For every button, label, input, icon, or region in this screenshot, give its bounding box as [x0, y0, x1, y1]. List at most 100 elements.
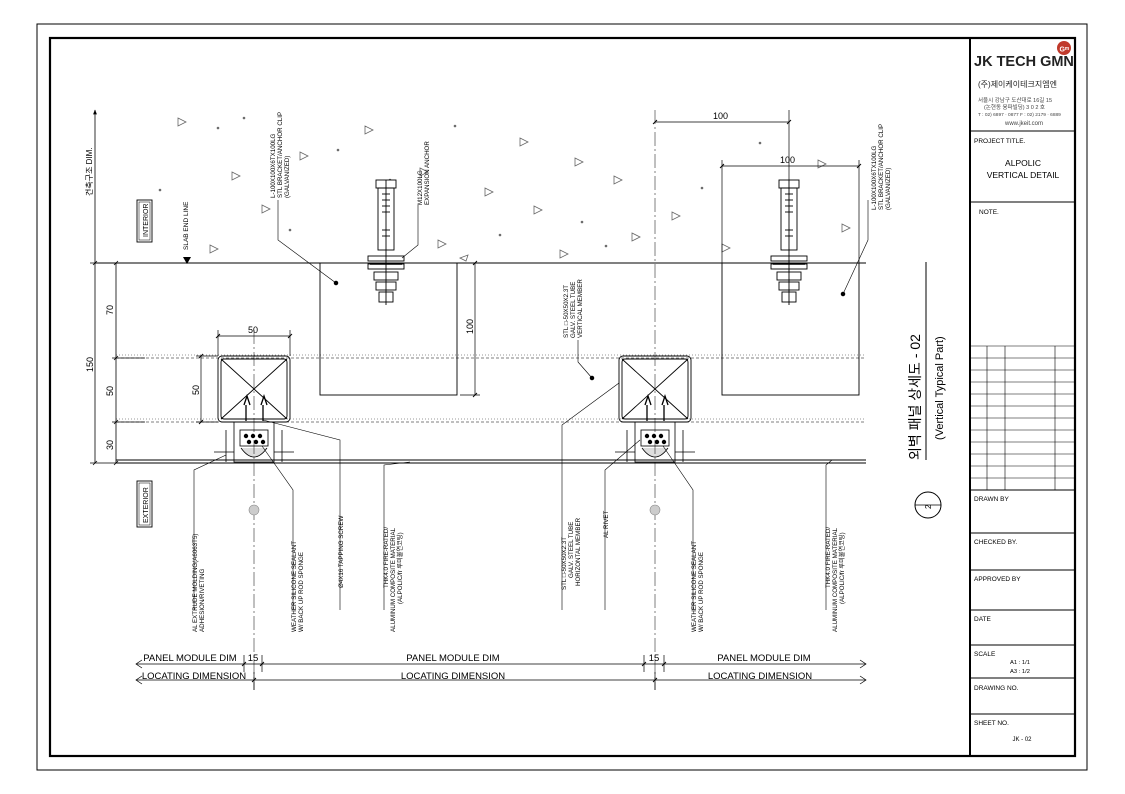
company-phone: T : 02) 6897 · 0877 F : 02) 2179 · 6889	[978, 112, 1061, 118]
svg-text:THK4.0 FIRE-RATED/: THK4.0 FIRE-RATED/	[825, 527, 832, 588]
svg-text:WEATHER SILICONE SEALANT: WEATHER SILICONE SEALANT	[691, 541, 698, 632]
drawing-title-korean: 외벽 패널 상세도 - 02	[907, 334, 923, 460]
svg-text:(GALVANIZED): (GALVANIZED)	[885, 168, 892, 210]
svg-text:AL RIVET: AL RIVET	[603, 511, 610, 538]
svg-text:(ALPOLIC/fr 루미불연코팅): (ALPOLIC/fr 루미불연코팅)	[838, 532, 846, 604]
svg-text:(ALPOLIC/fr 루미불연코팅): (ALPOLIC/fr 루미불연코팅)	[396, 532, 404, 604]
svg-text:VERTICAL MEMBER: VERTICAL MEMBER	[577, 279, 584, 338]
dim-100-vertical: 100	[465, 319, 475, 334]
dim-70: 70	[105, 305, 115, 315]
anchor-left	[367, 179, 405, 305]
project-title-line1: ALPOLIC	[1005, 158, 1041, 168]
svg-text:W/ BACK UP ROD SPONGE: W/ BACK UP ROD SPONGE	[298, 552, 305, 632]
panel-module-dim-1: PANEL MODULE DIM	[143, 653, 237, 664]
company-address-1: 서울시 강남구 도산대로 16길 15	[978, 96, 1052, 104]
svg-text:STL BRACKET/ANCHOR CLIP: STL BRACKET/ANCHOR CLIP	[878, 124, 885, 210]
structure-dim-label: 건축구조 DIM.	[84, 147, 94, 196]
detail-number: 2	[924, 504, 933, 509]
callout-rivet: AL RIVET	[603, 511, 610, 538]
svg-text:STL BRACKET/ANCHOR CLIP: STL BRACKET/ANCHOR CLIP	[277, 112, 284, 198]
svg-text:AL EXTRUDE MOLDING(A6063T5): AL EXTRUDE MOLDING(A6063T5)	[192, 534, 199, 632]
approved-by-label: APPROVED BY	[974, 576, 1021, 583]
drawing-title: 외벽 패널 상세도 - 02 (Vertical Typical Part) 2	[907, 262, 946, 519]
svg-text:INTERIOR: INTERIOR	[143, 204, 150, 237]
note-label: NOTE.	[979, 209, 999, 216]
callout-acm-left: THK4.0 FIRE-RATED/ ALUMINUM COMPOSITE MA…	[383, 527, 404, 632]
svg-text:GALV. STEEL TUBE: GALV. STEEL TUBE	[568, 522, 575, 578]
panel-module-dim-2: PANEL MODULE DIM	[406, 653, 500, 664]
dim-50-box: 50	[191, 385, 201, 395]
callout-bracket-left: L-100X100X6TX100LG STL BRACKET/ANCHOR CL…	[270, 112, 291, 198]
leader-lines	[193, 200, 869, 610]
centerlines	[253, 110, 656, 690]
company-address-2: (논현동 융파빌딩) 3 0 2 호	[984, 103, 1045, 111]
project-title-line2: VERTICAL DETAIL	[987, 170, 1060, 180]
bottom-dimension-lines	[135, 655, 867, 690]
title-block: JK TECH GMN Gᵐ (주)제이케이테크지엠엔 서울시 강남구 도산대로…	[970, 41, 1075, 743]
dimension-ticks	[198, 119, 862, 425]
company-korean-name: (주)제이케이테크지엠엔	[978, 79, 1057, 89]
concrete-slab	[158, 116, 851, 262]
svg-text:ALUMINUM COMPOSITE MATERIAL: ALUMINUM COMPOSITE MATERIAL	[390, 527, 397, 632]
svg-text:ADHESION/RIVETING: ADHESION/RIVETING	[199, 569, 206, 632]
dim-100-top: 100	[713, 111, 728, 121]
callout-molding: AL EXTRUDE MOLDING(A6063T5) ADHESION/RIV…	[192, 534, 206, 632]
sheet-no: JK - 02	[1012, 737, 1032, 743]
drawing-no-label: DRAWING NO.	[974, 685, 1019, 692]
dim-15-left: 15	[248, 653, 259, 664]
panel-module-dim-3: PANEL MODULE DIM	[717, 653, 811, 664]
dim-150: 150	[85, 357, 95, 372]
bracket-right	[589, 262, 860, 396]
sheet-no-label: SHEET NO.	[974, 720, 1009, 727]
callout-tapping-screw: Ø4X16 TAPPING SCREW	[338, 516, 345, 588]
dim-50-vertical: 50	[105, 386, 115, 396]
callout-bracket-right: L-100X100X6TX100LG STL BRACKET/ANCHOR CL…	[871, 124, 892, 210]
svg-text:L-100X100X6TX100LG: L-100X100X6TX100LG	[270, 133, 277, 198]
slab-end-marker-icon	[183, 257, 191, 264]
callout-horizontal-member: STL □-50X50X2.3T GALV. STEEL TUBE HORIZO…	[561, 517, 582, 590]
company-logo: JK TECH GMN	[974, 54, 1074, 70]
dim-15-right: 15	[649, 653, 660, 664]
bottom-dimension-ticks	[241, 661, 667, 683]
svg-text:WEATHER SILICONE SEALANT: WEATHER SILICONE SEALANT	[291, 541, 298, 632]
centerline-markers	[248, 504, 661, 516]
svg-text:GALV. STEEL TUBE: GALV. STEEL TUBE	[570, 282, 577, 338]
project-title-label: PROJECT TITLE.	[974, 138, 1026, 145]
svg-text:THK4.0 FIRE-RATED/: THK4.0 FIRE-RATED/	[383, 527, 390, 588]
callout-anchor: M12X100LG EXPANSION ANCHOR	[417, 141, 431, 205]
svg-text:STL □-50X50X2.3T: STL □-50X50X2.3T	[563, 285, 570, 338]
slab-end-line-label: SLAB END LINE	[183, 201, 190, 250]
outer-border	[36, 23, 1088, 771]
interior-tag: INTERIOR	[136, 199, 153, 243]
inner-dimensions	[196, 110, 860, 423]
date-label: DATE	[974, 616, 992, 623]
revision-table	[970, 345, 1075, 490]
dim-50-horizontal: 50	[248, 325, 258, 335]
logo-mark-icon: Gᵐ	[1057, 41, 1071, 55]
svg-text:(GALVANIZED): (GALVANIZED)	[284, 156, 291, 198]
checked-by-label: CHECKED BY.	[974, 539, 1017, 546]
svg-text:ALUMINUM COMPOSITE MATERIAL: ALUMINUM COMPOSITE MATERIAL	[832, 527, 839, 632]
locating-dimension-2: LOCATING DIMENSION	[401, 671, 505, 682]
scale-a1: A1 : 1/1	[1010, 660, 1030, 666]
dim-30: 30	[105, 440, 115, 450]
scale-a3: A3 : 1/2	[1010, 669, 1030, 675]
drawing-title-english: (Vertical Typical Part)	[934, 336, 946, 440]
locating-dimension-3: LOCATING DIMENSION	[708, 671, 812, 682]
callout-sealant-right: WEATHER SILICONE SEALANT W/ BACK UP ROD …	[691, 541, 705, 632]
bracket-left	[319, 262, 458, 396]
callout-vertical-member: STL □-50X50X2.3T GALV. STEEL TUBE VERTIC…	[563, 279, 584, 338]
drawing-border	[48, 36, 1077, 758]
svg-text:Gᵐ: Gᵐ	[1060, 47, 1069, 54]
svg-text:STL □-50X50X2.3T: STL □-50X50X2.3T	[561, 537, 568, 590]
locating-dimension-1: LOCATING DIMENSION	[142, 671, 246, 682]
anchor-right	[770, 179, 808, 305]
dim-100-right: 100	[780, 155, 795, 165]
callout-sealant-left: WEATHER SILICONE SEALANT W/ BACK UP ROD …	[291, 541, 305, 632]
svg-text:W/ BACK UP ROD SPONGE: W/ BACK UP ROD SPONGE	[698, 552, 705, 632]
company-website: www.jkeit.com	[1004, 121, 1043, 127]
svg-text:Ø4X16 TAPPING SCREW: Ø4X16 TAPPING SCREW	[338, 516, 345, 588]
svg-text:L-100X100X6TX100LG: L-100X100X6TX100LG	[871, 145, 878, 210]
svg-text:EXPANSION ANCHOR: EXPANSION ANCHOR	[424, 141, 431, 205]
